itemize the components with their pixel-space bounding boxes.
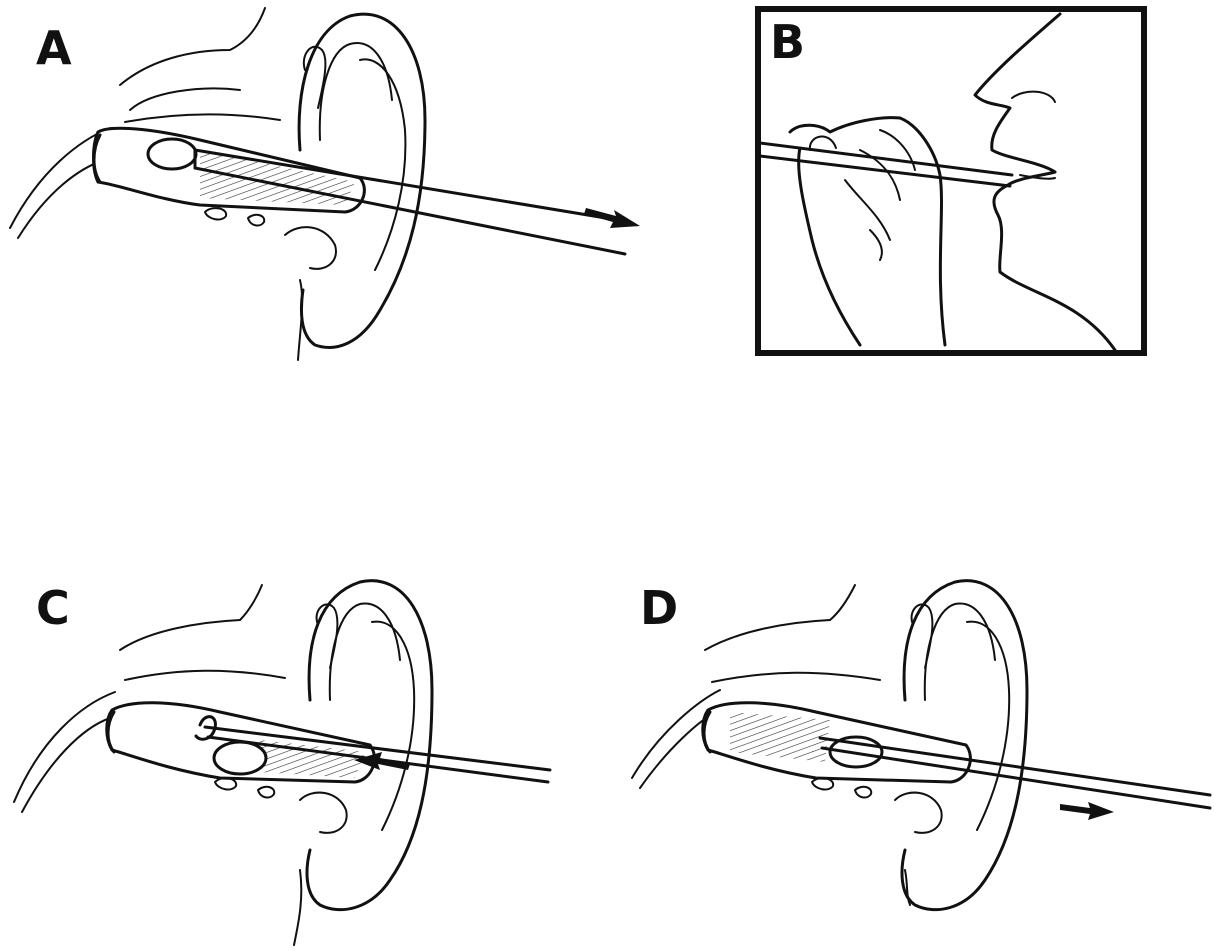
panel-a-label: A [36, 21, 72, 75]
panel-c-wax-plug [214, 742, 266, 774]
panel-c-label: C [36, 581, 70, 635]
panel-b-label: B [770, 15, 805, 69]
panel-b-frame [758, 9, 1144, 353]
panel-a-wax-plug [148, 139, 196, 169]
panel-b: B [758, 9, 1144, 353]
panel-a: A [10, 8, 640, 360]
panel-c: C [14, 581, 550, 945]
panel-d-arrow-right-icon [1060, 802, 1114, 820]
panel-d: D [632, 581, 1210, 910]
panel-d-label: D [640, 581, 678, 635]
panel-c-ear-illustration [14, 581, 550, 945]
panel-a-arrow-right-icon [584, 208, 640, 228]
panel-a-ear-illustration [10, 8, 630, 360]
panel-d-ear-illustration [632, 581, 1210, 910]
